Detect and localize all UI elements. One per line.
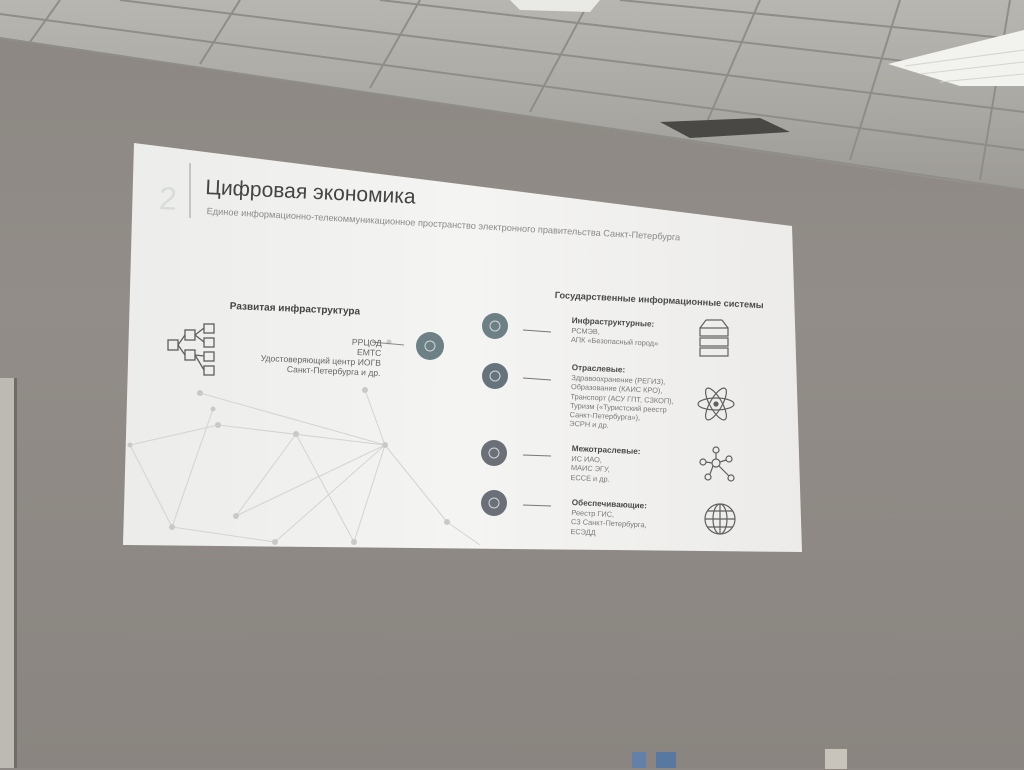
category-supporting: Обеспечивающие: Реестр ГИС, СЗ Санкт-Пет… [570, 498, 647, 539]
category-sectoral: Отраслевые: Здравоохранение (РЕГИЗ), Обр… [569, 363, 675, 433]
slide-title: Цифровая экономика [204, 176, 417, 209]
category-intersectoral: Межотраслевые: ИС ИАО, МАИС ЭГУ, ЕССЕ и … [570, 444, 640, 485]
infrastructure-list: РРЦОД ЕМТС Удостоверяющий центр ИОГВ Сан… [228, 332, 382, 378]
slide-subtitle: Единое информационно-телекоммуникационно… [206, 206, 681, 243]
water-bottles [632, 752, 676, 768]
slide-number: 2 [158, 180, 178, 217]
gis-heading: Государственные информационные системы [554, 290, 764, 311]
whiteboard-edge [0, 378, 17, 768]
ceiling-vent [660, 118, 790, 138]
ceiling-light [510, 0, 600, 12]
infrastructure-heading: Развитая инфраструктура [229, 301, 361, 318]
category-item: ЕССЕ и др. [570, 472, 610, 484]
category-infrastructure: Инфраструктурные: РСМЭВ, АПК «Безопасный… [571, 316, 660, 349]
ceiling-light [888, 30, 1024, 86]
ceiling-grid [0, 0, 1024, 191]
